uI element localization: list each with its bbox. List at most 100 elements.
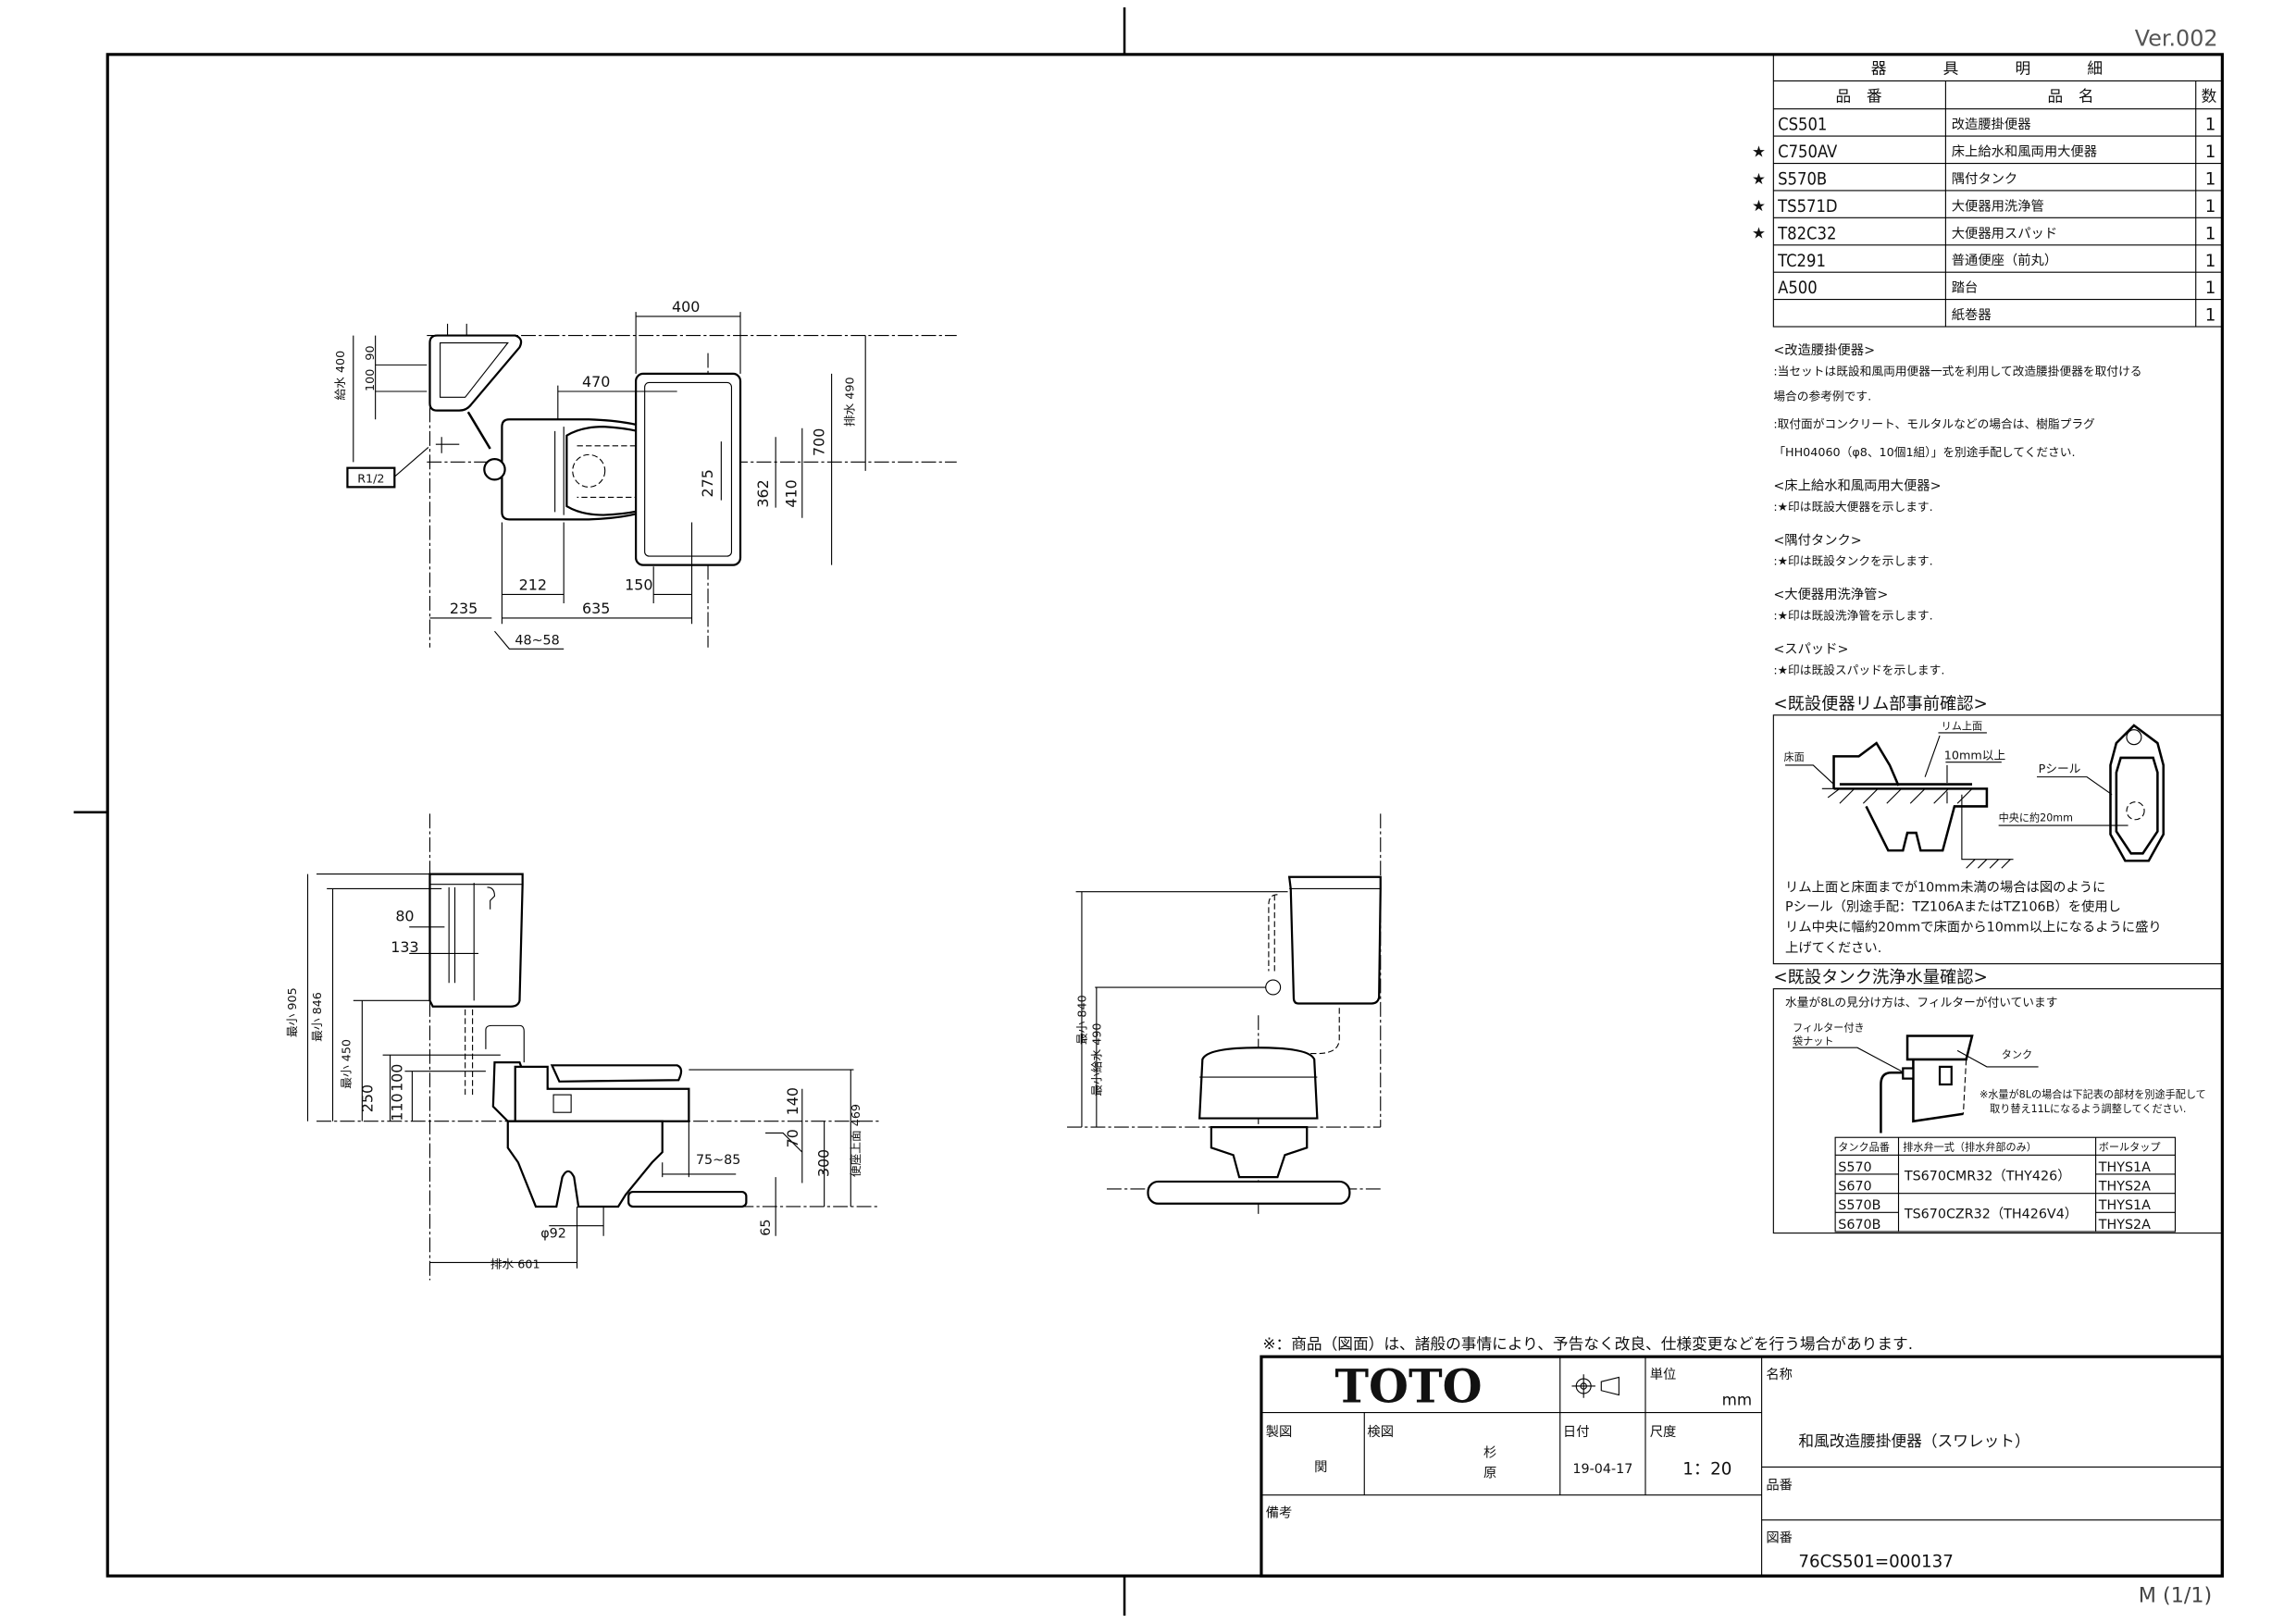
part-no: C750AV [1778,142,1838,162]
label-filter-nut-1: フィルター付き [1793,1022,1865,1035]
tank-check-note-2: 取り替え11Lになるよう調整してください. [1990,1102,2186,1115]
label-r1-2: R1/2 [357,472,384,486]
label-center-20mm: 中央に約20mm [1999,811,2073,824]
cell-tap: THYS2A [2098,1218,2151,1233]
remarks-label: 備考 [1266,1505,1293,1521]
note-line: :★印は既設大便器を示します. [1773,500,1932,514]
side-view: 80 133 最小 905 最小 846 最小 450 250 110 100 … [285,813,881,1281]
note-line: :取付面がコンクリート、モルタルなどの場合は、樹脂プラグ [1773,417,2095,431]
plan-view: 400 470 給水 400 100 90 排水 490 700 275 362… [333,298,957,650]
dim-100: 100 [388,1064,405,1092]
dim-48-58: 48~58 [515,634,559,649]
note-block: <床上給水和風両用大便器> :★印は既設大便器を示します. [1773,478,1941,514]
third-angle-projection-icon [1571,1374,1620,1398]
note-line: :★印は既設タンクを示します. [1773,554,1932,568]
rim-check-text-3: リム中央に幅約20mmで床面から10mm以上になるように盛り [1785,920,2162,935]
dim-275: 275 [699,469,716,497]
dim-250: 250 [358,1084,376,1112]
existing-star-icon: ★ [1752,225,1766,242]
dim-min-supply-490: 最小給水 490 [1090,1023,1104,1096]
title-block: TOTO 単位 mm 名称 和風改造腰掛便器（スワレット） 製図 関 検図 杉 … [1260,1355,2224,1578]
dim-min-450: 最小 450 [340,1039,354,1089]
pseal-plan-sketch: Pシール 中央に約20mm [1999,724,2166,862]
part-no: CS501 [1778,116,1827,135]
part-name: 大便器用スパッド [1952,226,2057,242]
checked-by-1: 杉 [1483,1444,1496,1460]
existing-star-icon: ★ [1752,142,1766,160]
version-label: Ver.002 [2135,25,2218,51]
dim-110: 110 [388,1093,405,1121]
part-no: T82C32 [1777,224,1836,243]
dim-drain-490: 排水 490 [842,377,856,427]
note-heading: <改造腰掛便器> [1773,342,1875,358]
th-ball-tap: ボールタップ [2099,1142,2161,1154]
dim-700: 700 [811,428,828,456]
col-header-name: 品 名 [2048,88,2094,105]
sheet-number: M (1/1) [2139,1584,2212,1608]
replacement-parts-table: タンク品番 排水弁一式（排水弁部のみ） ボールタップ S570 S670 S57… [1834,1136,2177,1233]
checked-label: 検図 [1367,1424,1394,1440]
dim-140: 140 [784,1087,801,1115]
drawn-by: 関 [1314,1460,1327,1475]
tank-check-heading: <既設タンク洗浄水量確認> [1773,968,1988,987]
label-floor: 床面 [1783,750,1804,763]
part-qty: 1 [2205,252,2216,271]
note-block: <スパッド>:★印は既設スパッドを示します. [1773,641,1944,676]
part-name: 床上給水和風両用大便器 [1952,144,2097,160]
scale-value: 1：20 [1682,1459,1731,1479]
part-no: S570B [1778,170,1827,190]
checked-by-2: 原 [1483,1467,1496,1481]
note-heading: <床上給水和風両用大便器> [1773,478,1941,494]
part-no: A500 [1778,279,1818,298]
dim-635: 635 [582,600,610,617]
part-name: 紙巻器 [1952,307,1992,323]
name-label: 名称 [1766,1367,1793,1382]
dim-min-846: 最小 846 [310,992,324,1042]
parts-table-row: 紙巻器 1 [1773,299,2223,326]
notes-section: <改造腰掛便器>:当セットは既設和風両用便器一式を利用して改造腰掛便器を取付ける… [1773,342,2141,676]
part-name: 改造腰掛便器 [1952,117,2031,132]
front-view: 最小 840 最小給水 490 [1067,813,1382,1214]
dim-300: 300 [814,1149,832,1177]
dim-410: 410 [782,479,800,507]
rim-section-sketch: 床面 リム上面 10mm以上 [1783,721,2014,869]
cell-tap: THYS1A [2098,1160,2151,1175]
note-heading: <大便器用洗浄管> [1773,587,1888,602]
drawing-no: 76CS501=000137 [1798,1553,1953,1572]
tank-check-note-1: ※水量が8Lの場合は下記表の部材を別途手配して [1980,1087,2206,1100]
unit-value: mm [1722,1392,1753,1409]
part-qty: 1 [2205,197,2216,217]
cell-valve: TS670CMR32（THY426） [1904,1168,2071,1183]
cell-tank: S670 [1838,1179,1871,1194]
col-header-part-no: 品 番 [1836,88,1882,105]
col-header-qty: 数 [2202,88,2217,105]
cell-tank: S670B [1838,1218,1880,1233]
drawn-label: 製図 [1266,1424,1293,1440]
cell-tap: THYS1A [2098,1198,2151,1213]
part-qty: 1 [2205,306,2216,326]
note-heading: <スパッド> [1773,641,1848,657]
dim-drain-601: 排水 601 [490,1258,540,1271]
dim-70: 70 [784,1129,801,1147]
label-10mm-min: 10mm以上 [1944,749,2006,762]
product-name: 和風改造腰掛便器（スワレット） [1798,1432,2029,1450]
dim-362: 362 [754,479,772,507]
part-qty: 1 [2205,279,2216,298]
dim-133: 133 [391,938,418,956]
dim-65: 65 [759,1220,774,1236]
cell-tap: THYS2A [2098,1179,2151,1194]
note-block: <改造腰掛便器>:当セットは既設和風両用便器一式を利用して改造腰掛便器を取付ける… [1773,342,2141,459]
dim-470: 470 [582,373,610,390]
date-value: 19-04-17 [1572,1462,1632,1477]
tank-filter-sketch: フィルター付き 袋ナット タンク [1793,1022,2039,1134]
dim-150: 150 [625,576,652,594]
dim-212: 212 [519,576,547,594]
note-block: <隅付タンク>:★印は既設タンクを示します. [1773,532,1932,567]
note-line: 場合の参考例です. [1773,390,1871,403]
